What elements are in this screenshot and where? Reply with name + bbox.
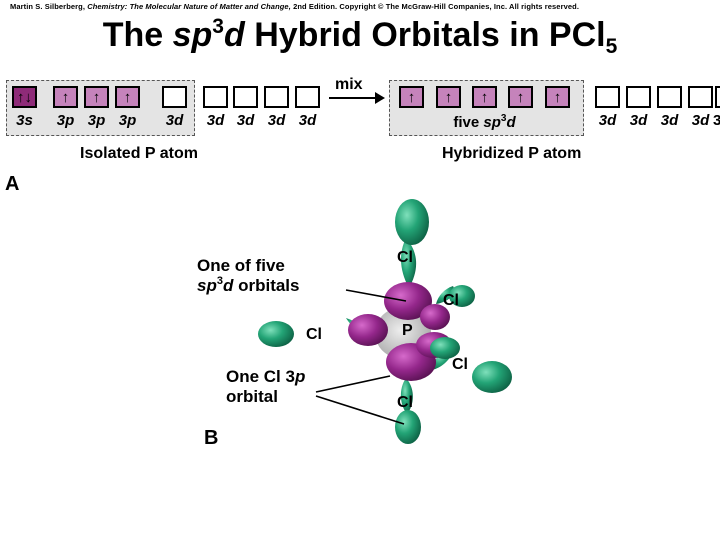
label-3p: 3p bbox=[56, 112, 75, 129]
p-atom-label: P bbox=[402, 322, 413, 339]
arrow-up-icon: ↑ bbox=[516, 88, 525, 106]
leader-line bbox=[315, 395, 405, 425]
paired-arrows: ↑↓ bbox=[17, 88, 32, 106]
credit-book: Chemistry: The Molecular Nature of Matte… bbox=[87, 2, 291, 11]
orbital-box-sp3d: ↑ bbox=[399, 86, 424, 108]
arrow-up-icon: ↑ bbox=[444, 88, 453, 106]
hybridized-caption: Hybridized P atom bbox=[442, 145, 582, 162]
label-3d: 3d bbox=[691, 112, 710, 129]
leader-line bbox=[345, 289, 407, 302]
arrow-up-icon: ↑ bbox=[407, 88, 416, 106]
credit-edition: 2nd Edition. bbox=[293, 2, 338, 11]
arrow-up-icon: ↑ bbox=[123, 88, 132, 106]
title-sp: sp bbox=[172, 16, 213, 54]
cl-3p-lobe bbox=[258, 321, 294, 347]
panel-label-b: B bbox=[204, 427, 219, 449]
orbital-box-sp3d: ↑ bbox=[508, 86, 533, 108]
orbital-box-3d bbox=[295, 86, 320, 108]
orbital-box-3d bbox=[264, 86, 289, 108]
arrow-up-icon: ↑ bbox=[92, 88, 101, 106]
label-3-cut: 3 bbox=[713, 112, 720, 129]
leader-line bbox=[315, 375, 391, 393]
title-sup: 3 bbox=[212, 15, 224, 38]
arrow-up-icon: ↑ bbox=[480, 88, 489, 106]
arrow-up-icon: ↑ bbox=[553, 88, 562, 106]
label-3d: 3d bbox=[267, 112, 286, 129]
label-3p: 3p bbox=[87, 112, 106, 129]
orbital-box-3d bbox=[626, 86, 651, 108]
mix-label: mix bbox=[335, 76, 363, 93]
isolated-caption: Isolated P atom bbox=[80, 145, 198, 162]
orbital-box-3p: ↑ bbox=[84, 86, 109, 108]
orbital-box-3s: ↑↓ bbox=[12, 86, 37, 108]
panel-label-a: A bbox=[5, 173, 20, 195]
cl-3p-lobe bbox=[432, 350, 452, 370]
orbital-box-3d bbox=[595, 86, 620, 108]
cl-3p-lobe bbox=[346, 318, 378, 337]
annotation-cl-3p: One Cl 3p orbital bbox=[226, 367, 306, 406]
sp3d-orbital-lobe bbox=[348, 314, 388, 346]
orbital-box-3d bbox=[657, 86, 682, 108]
title-middle: Hybrid Orbitals in PCl bbox=[244, 16, 606, 54]
cl-3p-lobe bbox=[449, 285, 475, 307]
label-3d: 3d bbox=[598, 112, 617, 129]
label-3d: 3d bbox=[629, 112, 648, 129]
sp3d-orbital-lobe bbox=[384, 282, 432, 320]
sp3d-orbital-lobe bbox=[420, 304, 450, 330]
label-3d: 3d bbox=[165, 112, 184, 129]
cl-label: Cl bbox=[452, 356, 468, 373]
label-3s: 3s bbox=[16, 112, 33, 129]
annotation-sp3d: One of five sp3d orbitals bbox=[197, 256, 300, 295]
title-prefix: The bbox=[102, 16, 173, 54]
cl-3p-lobe bbox=[395, 199, 429, 245]
page-title: The sp3d Hybrid Orbitals in PCl5 bbox=[0, 15, 720, 58]
cl-label: Cl bbox=[306, 326, 322, 343]
cl-label: Cl bbox=[397, 249, 413, 266]
cl-3p-lobe bbox=[430, 337, 460, 359]
label-3p: 3p bbox=[118, 112, 137, 129]
label-3d: 3d bbox=[206, 112, 225, 129]
credit-line: Martin S. Silberberg, Chemistry: The Mol… bbox=[10, 2, 579, 11]
orbital-box-sp3d: ↑ bbox=[472, 86, 497, 108]
orbital-box-sp3d: ↑ bbox=[436, 86, 461, 108]
credit-author: Martin S. Silberberg, bbox=[10, 2, 86, 11]
credit-copyright: Copyright © The McGraw-Hill Companies, I… bbox=[339, 2, 580, 11]
cl-3p-lobe bbox=[472, 361, 512, 393]
label-3d: 3d bbox=[660, 112, 679, 129]
orbital-box-3d bbox=[162, 86, 187, 108]
label-five-sp3d: five sp3d bbox=[453, 113, 516, 132]
title-sub: 5 bbox=[605, 35, 618, 58]
sp3d-orbital-lobe bbox=[386, 343, 436, 381]
sp3d-orbital-lobe bbox=[416, 332, 452, 358]
label-3d: 3d bbox=[298, 112, 317, 129]
orbital-box-3p: ↑ bbox=[115, 86, 140, 108]
orbital-box-3d bbox=[203, 86, 228, 108]
arrow-up-icon: ↑ bbox=[61, 88, 70, 106]
mix-arrow-icon bbox=[329, 92, 385, 104]
label-3d: 3d bbox=[236, 112, 255, 129]
orbital-box-sp3d: ↑ bbox=[545, 86, 570, 108]
orbital-box-3p: ↑ bbox=[53, 86, 78, 108]
cl-label: Cl bbox=[397, 394, 413, 411]
cl-3p-lobe bbox=[436, 286, 456, 304]
p-atom-core bbox=[375, 307, 431, 359]
cl-3p-lobe bbox=[400, 238, 417, 288]
orbital-box-3d-cut bbox=[715, 86, 720, 108]
cl-3p-lobe bbox=[395, 410, 421, 444]
title-d: d bbox=[223, 16, 245, 54]
orbital-box-3d bbox=[233, 86, 258, 108]
cl-label: Cl bbox=[443, 292, 459, 309]
orbital-box-3d bbox=[688, 86, 713, 108]
cl-3p-lobe bbox=[400, 378, 413, 414]
